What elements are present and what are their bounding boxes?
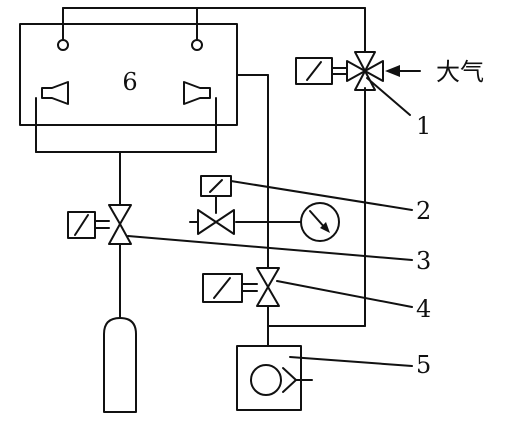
callout-2: 2 (416, 197, 431, 225)
needle-valve-2 (197, 175, 235, 235)
callout-1: 1 (416, 112, 431, 140)
callout-3: 3 (416, 247, 431, 275)
piping (35, 7, 366, 347)
callout-4: 4 (416, 295, 431, 323)
chamber-6: 6 (19, 7, 238, 126)
pressure-gauge (300, 202, 340, 242)
callout-5: 5 (416, 351, 431, 379)
callout-leaders (127, 77, 413, 367)
vacuum-pump-5 (236, 345, 313, 411)
chamber-label: 6 (122, 68, 137, 96)
atmosphere-label: 大气 (436, 58, 484, 86)
solenoid-valve-3 (67, 204, 132, 245)
solenoid-valve-1: 大气 (295, 51, 484, 91)
solenoid-valve-4 (202, 267, 280, 307)
gas-cylinder (103, 317, 137, 413)
